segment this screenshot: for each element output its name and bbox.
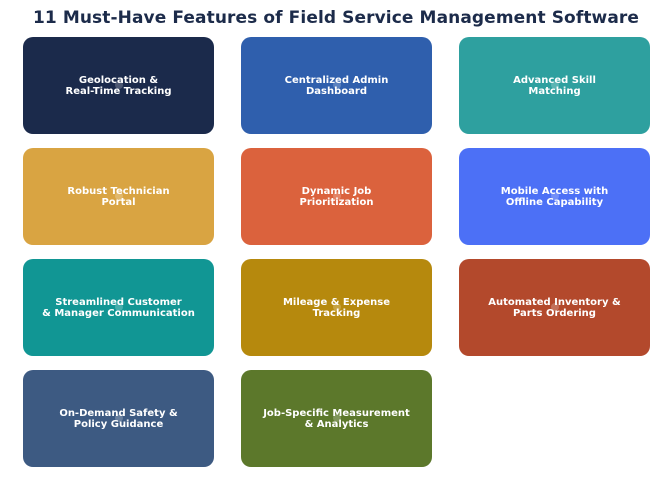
feature-label: Mobile Access with Offline Capability	[500, 185, 609, 208]
feature-label: Dynamic Job Prioritization	[299, 185, 374, 208]
feature-card-technician-portal: Robust Technician Portal	[23, 148, 214, 245]
page-title: 11 Must-Have Features of Field Service M…	[32, 8, 640, 28]
feature-label: Automated Inventory & Parts Ordering	[488, 296, 621, 319]
feature-card-communication: Streamlined Customer & Manager Communica…	[23, 259, 214, 356]
feature-card-job-prioritization: Dynamic Job Prioritization	[241, 148, 432, 245]
card-marker-icon	[114, 80, 123, 89]
feature-label: Job-Specific Measurement & Analytics	[263, 407, 410, 430]
card-marker-icon	[114, 302, 123, 311]
card-marker-icon	[332, 191, 341, 200]
card-marker-icon	[550, 80, 559, 89]
feature-label: Centralized Admin Dashboard	[284, 74, 389, 97]
feature-card-mobile-offline: Mobile Access with Offline Capability	[459, 148, 650, 245]
feature-label: Advanced Skill Matching	[513, 74, 596, 97]
feature-label: Mileage & Expense Tracking	[282, 296, 391, 319]
card-marker-icon	[332, 413, 341, 422]
card-marker-icon	[114, 191, 123, 200]
feature-label: Streamlined Customer & Manager Communica…	[42, 296, 195, 319]
card-marker-icon	[332, 80, 341, 89]
card-marker-icon	[550, 302, 559, 311]
feature-card-geolocation: Geolocation & Real-Time Tracking	[23, 37, 214, 134]
feature-label: Geolocation & Real-Time Tracking	[65, 74, 172, 97]
feature-card-inventory-ordering: Automated Inventory & Parts Ordering	[459, 259, 650, 356]
feature-label: On-Demand Safety & Policy Guidance	[59, 407, 178, 430]
feature-label: Robust Technician Portal	[67, 185, 170, 208]
feature-card-skill-matching: Advanced Skill Matching	[459, 37, 650, 134]
feature-card-mileage-expense: Mileage & Expense Tracking	[241, 259, 432, 356]
card-marker-icon	[550, 191, 559, 200]
card-marker-icon	[332, 302, 341, 311]
card-marker-icon	[114, 413, 123, 422]
feature-card-admin-dashboard: Centralized Admin Dashboard	[241, 37, 432, 134]
feature-card-safety-guidance: On-Demand Safety & Policy Guidance	[23, 370, 214, 467]
feature-card-measurement-analytics: Job-Specific Measurement & Analytics	[241, 370, 432, 467]
feature-grid: Geolocation & Real-Time Tracking Central…	[23, 37, 650, 467]
